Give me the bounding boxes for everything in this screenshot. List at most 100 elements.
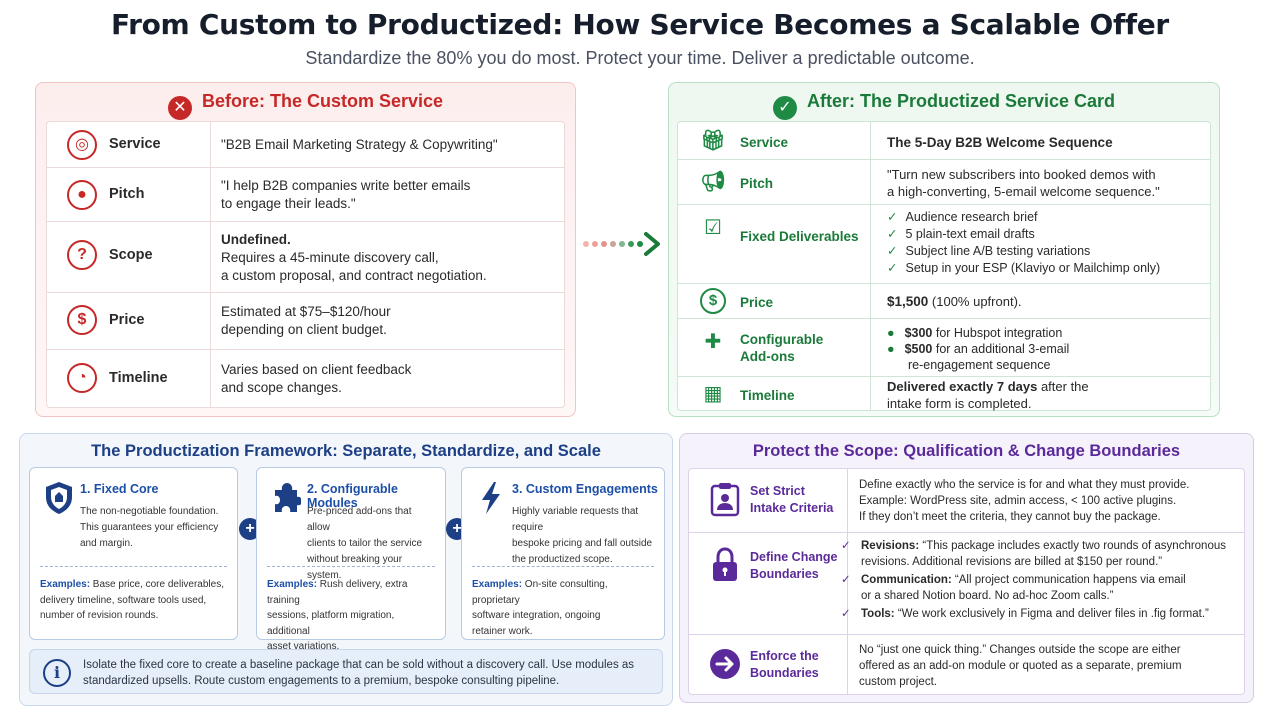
row-value-line: No “just one quick thing.” Changes outsi…	[859, 644, 1181, 656]
protect-header: Protect the Scope: Qualification & Chang…	[752, 442, 1181, 460]
card-desc-line: and margin.	[80, 538, 133, 549]
row-value: The 5-Day B2B Welcome Sequence	[887, 135, 1113, 150]
row-label: Add-ons	[740, 349, 795, 364]
lightning-icon	[482, 482, 500, 514]
examples-line: retainer work.	[472, 625, 533, 637]
after-row-deliverables: ☑ Fixed Deliverables ✓Audience research …	[678, 205, 1210, 284]
card-custom-engagements: 3. Custom Engagements Highly variable re…	[461, 467, 665, 640]
deliverable-item: ✓Setup in your ESP (Klaviyo or Mailchimp…	[887, 261, 1161, 275]
framework-header: The Productization Framework: Separate, …	[91, 442, 601, 460]
row-label: Timeline	[109, 370, 168, 386]
check-icon: ✓	[887, 227, 898, 241]
before-row-scope: ? Scope Undefined. Requires a 45-minute …	[47, 222, 564, 293]
row-value-line: a high-converting, 5-email welcome seque…	[887, 184, 1160, 199]
after-header-text: After: The Productized Service Card	[806, 91, 1116, 111]
before-table: ◎ Service "B2B Email Marketing Strategy …	[46, 121, 565, 408]
row-label: Service	[109, 136, 161, 152]
card-desc-line: The non-negotiable foundation.	[80, 506, 219, 517]
row-value-line: "Turn new subscribers into booked demos …	[887, 167, 1156, 182]
card-desc-line: Highly variable requests that require	[512, 506, 639, 533]
addon-item: ●$500 for an additional 3-email	[887, 342, 1070, 356]
row-label: Pitch	[740, 176, 774, 191]
protect-row-intake: Set Strict Intake Criteria Define exactl…	[689, 469, 1244, 533]
megaphone-icon: 📢︎	[700, 171, 726, 193]
row-value-line: Estimated at $75–$120/hour	[221, 304, 391, 319]
check-icon: ✓	[841, 540, 851, 552]
row-value-line: Requires a 45-minute discovery call,	[221, 250, 439, 265]
row-value-line: Varies based on client feedback	[221, 362, 412, 377]
framework-panel: The Productization Framework: Separate, …	[19, 433, 673, 706]
check-circle-icon: ✓	[772, 96, 797, 120]
arrow-right-circle-icon	[710, 649, 740, 679]
examples-line: Rush delivery, extra training	[267, 579, 408, 606]
row-label: Boundaries	[750, 567, 819, 581]
clipboard-user-icon	[710, 483, 740, 517]
timeline-rest: after the	[1037, 379, 1089, 394]
checklist-icon: ☑	[704, 217, 722, 239]
page-subtitle: Standardize the 80% you do most. Protect…	[305, 48, 975, 68]
row-value-line: Example: WordPress site, admin access, <…	[859, 495, 1177, 507]
check-icon: ✓	[887, 210, 898, 224]
after-row-timeline: ▦ Timeline Delivered exactly 7 days afte…	[678, 377, 1210, 412]
card-desc-line: bespoke pricing and fall outside	[512, 538, 653, 549]
row-value-bold: Undefined.	[221, 232, 291, 247]
check-icon: ✓	[887, 244, 898, 258]
before-row-service: ◎ Service "B2B Email Marketing Strategy …	[47, 122, 564, 168]
row-label: Define Change	[750, 550, 838, 564]
row-value-line: Define exactly who the service is for an…	[859, 479, 1190, 491]
card-desc-line: Pre-priced add-ons that allow	[307, 506, 412, 533]
dollar-icon: $	[67, 305, 97, 335]
row-value-line: and scope changes.	[221, 380, 342, 395]
card-desc-line: without breaking your system.	[307, 554, 403, 581]
card-title: 2. Configurable Modules	[307, 482, 398, 510]
before-header-text: Before: The Custom Service	[201, 91, 444, 111]
row-label: Price	[109, 312, 145, 328]
target-icon: ◎	[67, 130, 97, 160]
after-row-pitch: 📢︎ Pitch "Turn new subscribers into book…	[678, 160, 1210, 205]
after-header: ✓ After: The Productized Service Card	[669, 91, 1219, 120]
row-value-line: to engage their leads."	[221, 196, 356, 211]
boundary-item: ✓Revisions: “This package includes exact…	[841, 540, 1226, 568]
row-label: Configurable	[740, 332, 824, 347]
puzzle-icon	[275, 483, 301, 512]
price-value: $1,500	[887, 294, 929, 309]
page-title: From Custom to Productized: How Service …	[111, 8, 1169, 41]
row-value-line: offered as an add-on module or quoted as…	[859, 660, 1182, 672]
examples-line: sessions, platform migration, additional	[267, 610, 395, 637]
clock-icon: ◔	[67, 363, 97, 393]
addon-item-cont: re-engagement sequence	[908, 358, 1051, 372]
card-title: 1. Fixed Core	[80, 482, 159, 496]
shield-icon	[46, 482, 72, 514]
before-header: ✕ Before: The Custom Service	[36, 91, 575, 120]
row-label: Timeline	[740, 388, 795, 403]
row-value-line: custom project.	[859, 676, 937, 688]
check-icon: ✓	[841, 608, 851, 620]
framework-note: i Isolate the fixed core to create a bas…	[29, 649, 663, 694]
examples-label: Examples:	[472, 579, 523, 590]
row-value-line: depending on client budget.	[221, 322, 387, 337]
card-desc-line: This guarantees your efficiency	[80, 522, 219, 533]
after-panel: ✓After: The Productized Service Card 🎁︎ …	[668, 82, 1220, 417]
before-row-price: $ Price Estimated at $75–$120/hour depen…	[47, 293, 564, 350]
deliverable-item: ✓Subject line A/B testing variations	[887, 244, 1091, 258]
protect-table: Set Strict Intake Criteria Define exactl…	[688, 468, 1245, 695]
examples-line: number of revision rounds.	[40, 610, 159, 621]
x-circle-icon: ✕	[167, 96, 192, 120]
check-icon: ✓	[887, 261, 898, 275]
row-label: Fixed Deliverables	[740, 229, 859, 244]
row-label: Service	[740, 135, 789, 150]
row-label: Enforce the	[750, 649, 819, 663]
examples-line: delivery timeline, software tools used,	[40, 594, 207, 606]
examples-line: asset variations.	[267, 641, 340, 652]
row-value-line: If they don’t meet the criteria, they ca…	[859, 511, 1161, 523]
row-label: Scope	[109, 247, 153, 263]
note-line: Isolate the fixed core to create a basel…	[83, 659, 635, 671]
before-row-timeline: ◔ Timeline Varies based on client feedba…	[47, 350, 564, 409]
protect-row-enforce: Enforce the Boundaries No “just one quic…	[689, 635, 1244, 696]
timeline-line2: intake form is completed.	[887, 396, 1032, 411]
question-icon: ?	[67, 240, 97, 270]
row-value-line: "I help B2B companies write better email…	[221, 178, 471, 193]
addon-item: ●$300 for Hubspot integration	[887, 326, 1063, 340]
card-title: 3. Custom Engagements	[512, 482, 658, 496]
dollar-icon: $	[700, 288, 726, 314]
